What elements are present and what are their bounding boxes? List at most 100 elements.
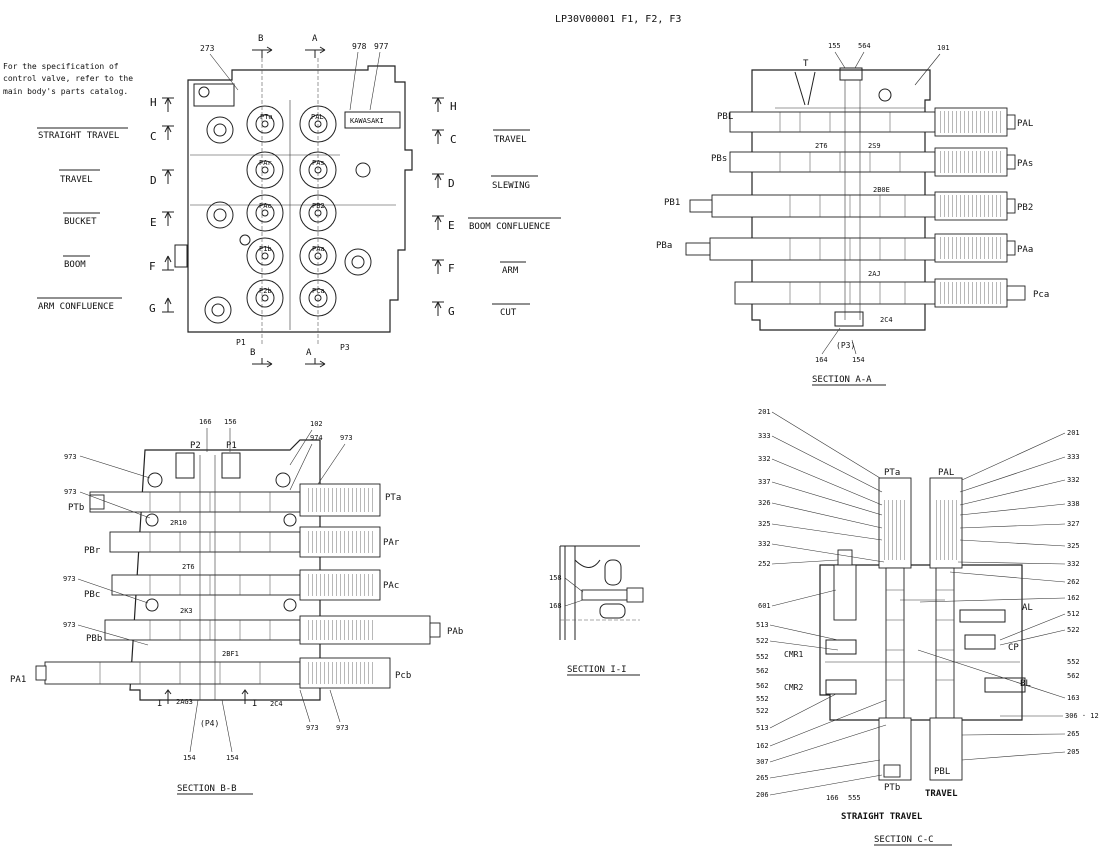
svg-text:A: A <box>306 348 312 358</box>
svg-text:D: D <box>448 177 455 190</box>
svg-text:P1b: P1b <box>259 245 272 253</box>
left-function-labels: STRAIGHT TRAVEL TRAVEL BUCKET BOOM ARM C… <box>37 127 128 312</box>
svg-text:P1: P1 <box>226 441 237 451</box>
section-b-b-title: SECTION B-B <box>177 784 237 794</box>
svg-text:PBL: PBL <box>934 767 950 777</box>
section-i-i-title: SECTION I-I <box>567 665 627 675</box>
svg-text:252: 252 <box>758 560 771 568</box>
svg-text:C: C <box>450 133 457 146</box>
label-travel: TRAVEL <box>60 175 93 185</box>
svg-text:PAa: PAa <box>1017 245 1033 255</box>
svg-text:158: 158 <box>549 574 562 582</box>
spools-b-b <box>35 483 441 689</box>
svg-text:601: 601 <box>758 602 771 610</box>
svg-text:PBc: PBc <box>84 590 100 600</box>
label-bucket: BUCKET <box>64 217 97 227</box>
svg-text:974: 974 <box>310 434 323 442</box>
svg-text:154: 154 <box>852 356 865 364</box>
svg-text:262: 262 <box>1067 578 1080 586</box>
spec-note: For the specification of control valve, … <box>3 62 133 96</box>
section-a-a: 155 564 101 T PBL PBs PB1 PBa PAL PAs PB… <box>656 42 1049 386</box>
svg-text:332: 332 <box>1067 476 1080 484</box>
svg-text:978: 978 <box>352 42 367 51</box>
svg-text:H: H <box>150 96 157 109</box>
svg-text:512: 512 <box>1067 610 1080 618</box>
label-slewing: SLEWING <box>492 181 530 191</box>
section-b-b: 166 156 102 P2 P1 974 973 973 973 PTb PB… <box>10 418 463 795</box>
svg-text:CP: CP <box>1008 643 1019 653</box>
svg-text:973: 973 <box>64 453 77 461</box>
svg-text:2AG3: 2AG3 <box>176 698 193 706</box>
svg-text:2S9: 2S9 <box>868 142 881 150</box>
svg-text:201: 201 <box>758 408 771 416</box>
svg-text:166: 166 <box>199 418 212 426</box>
svg-text:PAa: PAa <box>312 245 325 253</box>
svg-text:164: 164 <box>815 356 828 364</box>
svg-text:PAs: PAs <box>1017 159 1033 169</box>
svg-text:332: 332 <box>758 455 771 463</box>
c-c-right-callouts: 201 333 332 338 327 325 332 262 162 512 … <box>917 429 1099 761</box>
svg-text:PAL: PAL <box>1017 119 1033 129</box>
svg-text:166: 166 <box>826 794 839 802</box>
svg-text:326: 326 <box>758 499 771 507</box>
svg-text:PTa: PTa <box>385 493 401 503</box>
svg-text:162: 162 <box>756 742 769 750</box>
svg-text:2C4: 2C4 <box>270 700 283 708</box>
svg-text:2R10: 2R10 <box>170 519 187 527</box>
svg-text:PAb: PAb <box>447 627 463 637</box>
svg-text:CMR2: CMR2 <box>784 683 803 692</box>
svg-text:2T6: 2T6 <box>182 563 195 571</box>
svg-text:PA1: PA1 <box>10 675 26 685</box>
svg-text:101: 101 <box>937 44 950 52</box>
svg-text:PBL: PBL <box>717 112 733 122</box>
svg-text:973: 973 <box>336 724 349 732</box>
svg-text:A: A <box>312 34 318 44</box>
svg-text:PTb: PTb <box>68 503 84 513</box>
svg-text:2BF1: 2BF1 <box>222 650 239 658</box>
svg-text:564: 564 <box>858 42 871 50</box>
svg-text:102: 102 <box>310 420 323 428</box>
svg-text:205: 205 <box>1067 748 1080 756</box>
svg-text:338: 338 <box>1067 500 1080 508</box>
svg-text:2K3: 2K3 <box>180 607 193 615</box>
svg-text:F: F <box>149 260 156 273</box>
svg-text:332: 332 <box>758 540 771 548</box>
svg-text:562: 562 <box>756 667 769 675</box>
svg-text:552: 552 <box>756 695 769 703</box>
drawing-title: LP30V00001 F1, F2, F3 <box>555 14 681 25</box>
svg-text:For the specification of: For the specification of <box>3 62 119 71</box>
svg-text:2B0E: 2B0E <box>873 186 890 194</box>
svg-text:562: 562 <box>756 682 769 690</box>
right-section-marks: H C D E F G <box>432 97 457 318</box>
right-function-labels: TRAVEL SLEWING BOOM CONFLUENCE ARM CUT <box>468 129 561 318</box>
svg-text:PAs: PAs <box>312 159 325 167</box>
svg-text:973: 973 <box>63 575 76 583</box>
svg-text:307: 307 <box>756 758 769 766</box>
svg-text:325: 325 <box>1067 542 1080 550</box>
svg-text:PB2: PB2 <box>1017 203 1033 213</box>
svg-text:306 · 12: 306 · 12 <box>1065 712 1099 720</box>
svg-text:C: C <box>150 130 157 143</box>
svg-text:2AJ: 2AJ <box>868 270 881 278</box>
svg-text:156: 156 <box>224 418 237 426</box>
label-straight-travel: STRAIGHT TRAVEL <box>38 131 119 141</box>
front-view: STRAIGHT TRAVEL TRAVEL BUCKET BOOM ARM C… <box>37 34 561 368</box>
section-a-a-title: SECTION A-A <box>812 375 872 385</box>
svg-text:333: 333 <box>758 432 771 440</box>
c-c-left-callouts: 201 333 332 337 326 325 332 252 601 513 … <box>756 408 887 799</box>
svg-text:168: 168 <box>549 602 562 610</box>
svg-text:PAc: PAc <box>259 202 272 210</box>
svg-text:AL: AL <box>1022 603 1033 613</box>
svg-text:155: 155 <box>828 42 841 50</box>
svg-text:H: H <box>450 100 457 113</box>
svg-text:PBb: PBb <box>86 634 102 644</box>
svg-text:332: 332 <box>1067 560 1080 568</box>
svg-text:G: G <box>448 305 455 318</box>
brand-plate: KAWASAKI <box>350 117 384 125</box>
label-travel-cc: TRAVEL <box>925 789 958 799</box>
svg-text:522: 522 <box>756 637 769 645</box>
svg-text:327: 327 <box>1067 520 1080 528</box>
svg-text:201: 201 <box>1067 429 1080 437</box>
svg-text:PBr: PBr <box>84 546 101 556</box>
